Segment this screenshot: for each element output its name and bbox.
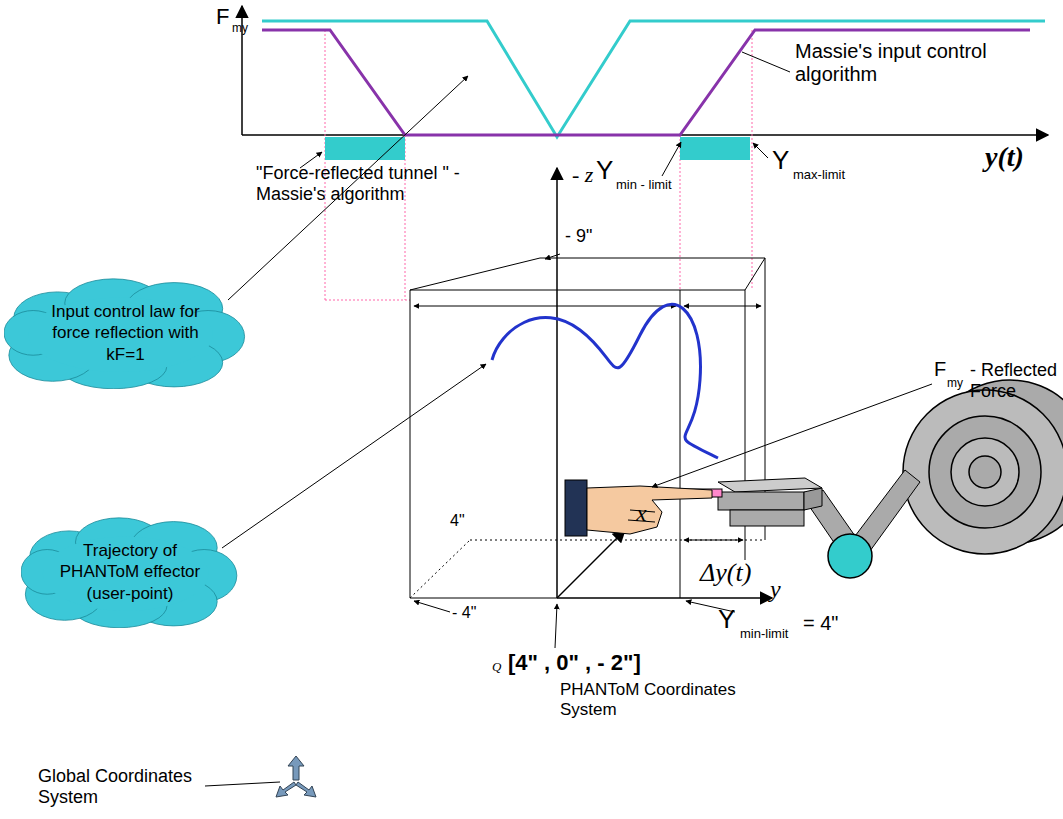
limit-subscript: min - limit [616, 178, 672, 193]
system-label: Global Coordinates System [38, 766, 218, 807]
force-subscript: my [947, 377, 963, 391]
cloud-note: Trajectory of PHANToM effector (user-poi… [21, 516, 239, 628]
leader-line [662, 142, 681, 176]
delta-label: Δy(t) [700, 558, 751, 588]
point-coordinates: [4" , 0" , - 2"] [508, 650, 641, 675]
dimension-label: - 4" [452, 604, 476, 622]
leader-line [414, 601, 450, 612]
tunnel-zone [680, 137, 750, 160]
trajectory-curve [492, 304, 718, 458]
delta-arrow [684, 540, 743, 541]
leader-line [753, 143, 768, 158]
axis-name: y [770, 576, 781, 604]
dimension-label: 4" [450, 512, 465, 530]
limit-name: Y [772, 146, 789, 176]
dimension-line [684, 306, 761, 307]
axis-name: - z [572, 162, 593, 187]
limit-name: Y [718, 605, 735, 635]
phantom-robot [718, 380, 1063, 578]
axis-name: F [216, 4, 229, 29]
workspace-box [410, 258, 765, 598]
x-axis [557, 530, 625, 598]
user-hand [565, 480, 722, 536]
limit-subscript: max-limit [793, 168, 845, 183]
force-name: F [934, 358, 946, 381]
dimension-label: = 4" [803, 612, 838, 635]
cloud-note: Input control law for force reflection w… [4, 277, 247, 389]
y-axis [557, 597, 772, 599]
point-name: Q [492, 660, 501, 675]
axis-name: y(t) [985, 141, 1024, 173]
leader-line [222, 364, 486, 548]
dimension-label: - 9" [565, 226, 592, 247]
force-label: - Reflected Force [970, 360, 1060, 401]
leader-line [205, 782, 280, 786]
limit-name: Y [596, 156, 613, 186]
tunnel-zone [325, 137, 405, 160]
leader-line [742, 52, 790, 72]
z-axis [556, 168, 558, 598]
massie-curve [262, 30, 1030, 135]
axis-subscript: my [232, 22, 248, 36]
leader-line [555, 604, 557, 648]
coordinate-icon [276, 756, 316, 797]
leader-line [652, 384, 932, 487]
cloud-text: Trajectory of PHANToM effector (user-poi… [55, 540, 205, 604]
force-curve-kf1 [262, 21, 1045, 137]
curve-label: Massie's input control algorithm [795, 40, 1030, 86]
system-label: PHANToM Coordinates System [560, 680, 760, 719]
dimension-line [414, 306, 676, 307]
limit-subscript: min-limit [740, 627, 788, 642]
zone-label: "Force-reflected tunnel " - Massie's alg… [256, 163, 506, 204]
axis-name: x [636, 500, 647, 528]
cloud-text: Input control law for force reflection w… [38, 301, 213, 365]
